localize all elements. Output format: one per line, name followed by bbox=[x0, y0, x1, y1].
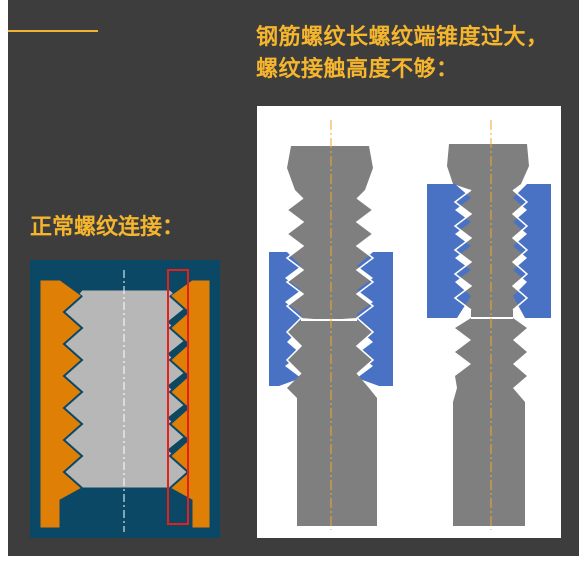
rebar-core bbox=[63, 289, 189, 489]
coupler-left-b bbox=[427, 184, 471, 318]
tapered-thread-diagram bbox=[257, 106, 561, 538]
normal-thread-svg bbox=[30, 260, 220, 538]
coupler-right-a bbox=[357, 252, 393, 386]
lower-bar-left bbox=[287, 320, 377, 526]
thread-highlight-icon bbox=[167, 269, 189, 525]
upper-bar-right bbox=[447, 144, 529, 318]
heading-normal-thread: 正常螺纹连接： bbox=[30, 215, 185, 240]
thread-right-b bbox=[511, 189, 529, 311]
tapered-thread-svg bbox=[257, 106, 561, 538]
heading-tapered-thread: 钢筋螺纹长螺纹端锥度过大，螺纹接触高度不够： bbox=[256, 25, 549, 82]
thread-left-b bbox=[453, 189, 473, 311]
thread-line-left bbox=[62, 295, 84, 489]
upper-bar-left bbox=[287, 146, 373, 320]
thread-line-right bbox=[168, 295, 190, 489]
thread-right-a bbox=[355, 197, 375, 375]
normal-thread-diagram bbox=[30, 260, 220, 538]
thread-left-a bbox=[285, 197, 305, 375]
coupler-left-a bbox=[269, 252, 301, 386]
coupler-right-b bbox=[513, 184, 551, 318]
title-underline bbox=[8, 30, 98, 32]
lower-bar-right bbox=[453, 318, 527, 526]
